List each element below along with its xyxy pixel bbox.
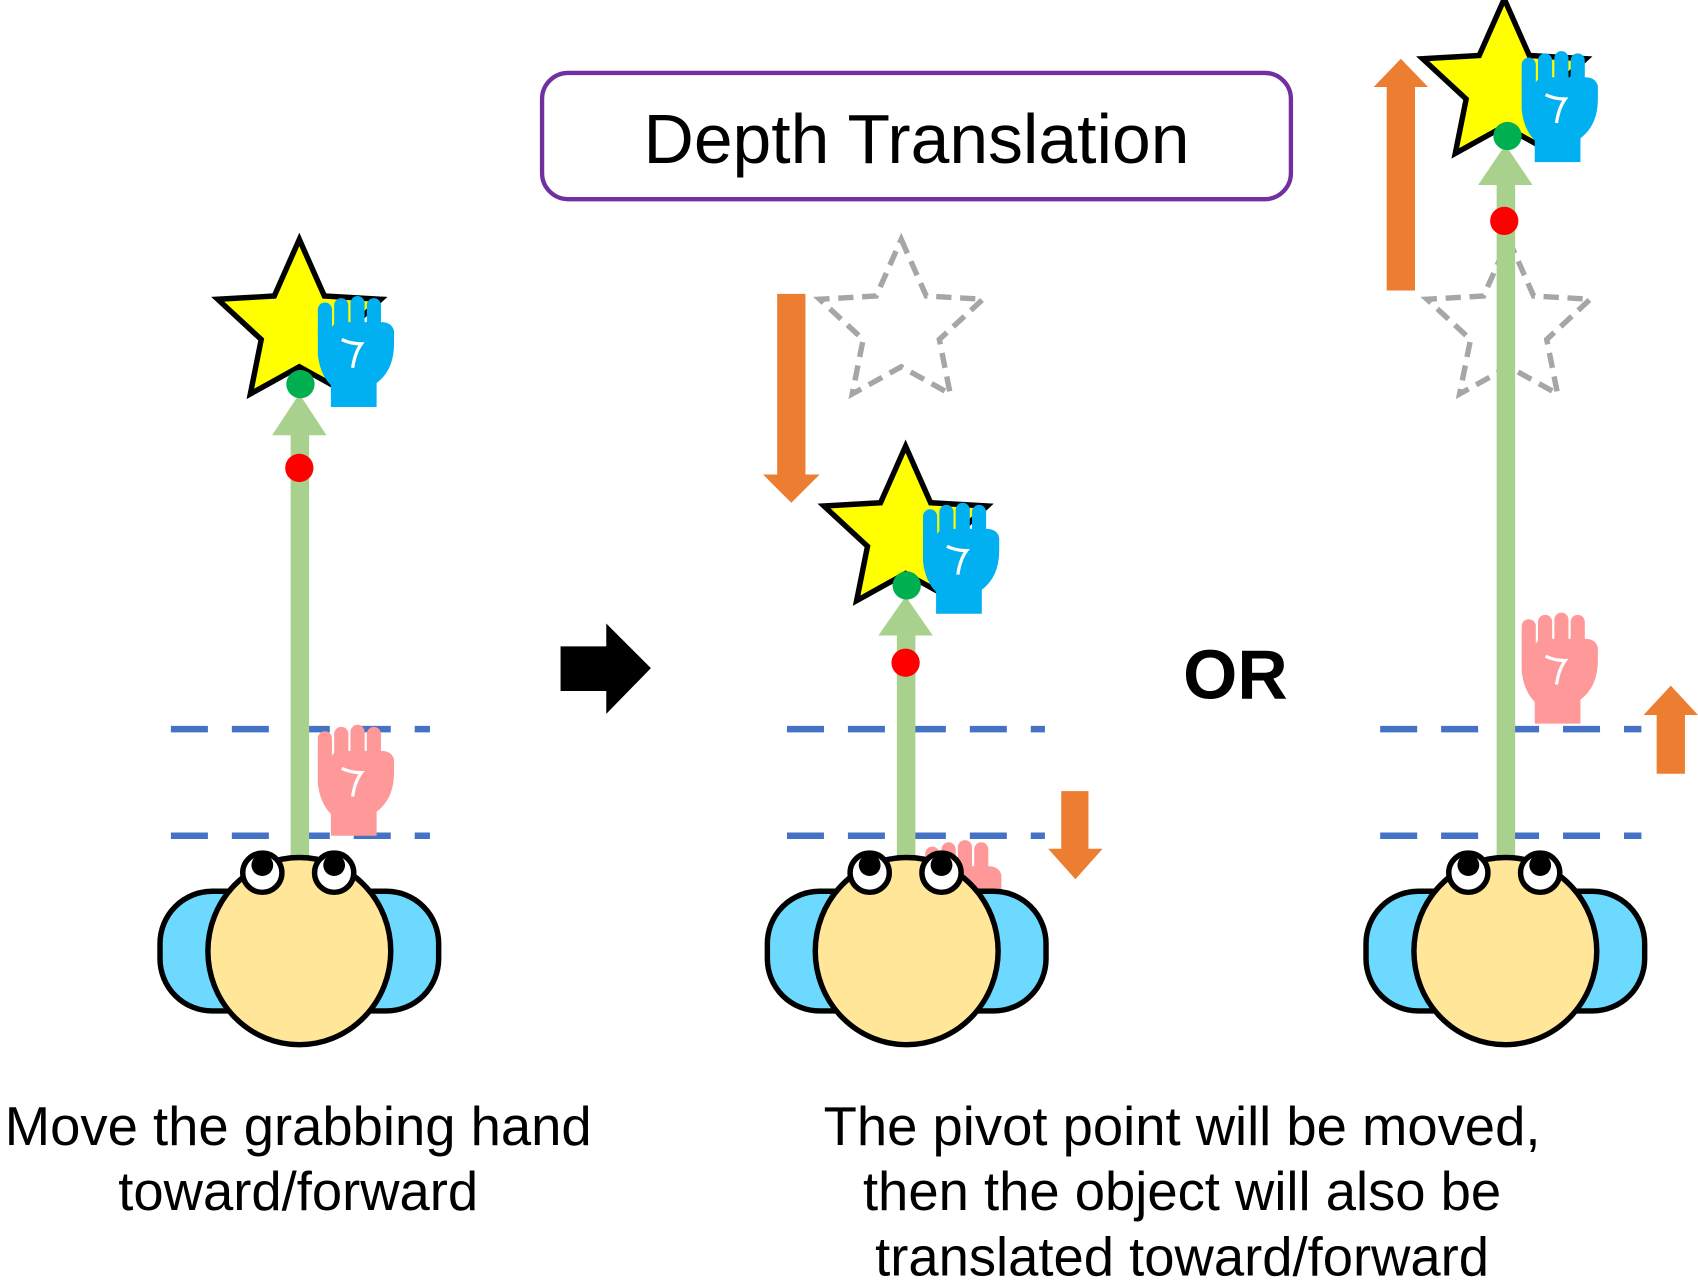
- caption-right-line-2: then the object will also be: [863, 1161, 1501, 1222]
- pivot-point: [892, 571, 921, 600]
- virtual-hand-icon: [316, 294, 396, 409]
- panel-initial: [160, 239, 439, 1044]
- user-avatar: [767, 853, 1046, 1045]
- title-text: Depth Translation: [644, 100, 1190, 178]
- ghost-star-icon: [820, 239, 983, 394]
- translate-toward-arrow-icon: [763, 293, 820, 503]
- pivot-point: [286, 369, 315, 399]
- caption-right-line-3: translated toward/forward: [875, 1226, 1489, 1283]
- hand-origin-point: [285, 453, 314, 483]
- ray-arrowhead: [272, 393, 327, 436]
- title-border: [539, 70, 1294, 202]
- title-box: Depth Translation: [539, 70, 1294, 202]
- caption-right: The pivot point will be moved, then the …: [824, 1096, 1541, 1283]
- physical-hand-icon: [1520, 611, 1600, 726]
- virtual-hand-icon: [921, 501, 1001, 616]
- caption-left-line-1: Move the grabbing hand: [5, 1096, 592, 1157]
- hand-origin-point: [1490, 206, 1519, 236]
- virtual-hand-icon: [1520, 49, 1600, 164]
- ray-arrowhead: [878, 596, 933, 636]
- user-avatar: [160, 853, 439, 1045]
- caption-right-line-1: The pivot point will be moved,: [824, 1096, 1541, 1157]
- ray-shaft: [1496, 182, 1516, 860]
- pivot-point: [1493, 121, 1522, 151]
- hand-move-forward-arrow-icon: [1643, 685, 1698, 774]
- or-label: OR: [1183, 636, 1287, 714]
- panel-moved-forward: [1366, 0, 1698, 1045]
- hand-origin-point: [891, 648, 920, 677]
- caption-left: Move the grabbing hand toward/forward: [5, 1096, 592, 1222]
- hand-move-toward-arrow-icon: [1048, 791, 1103, 880]
- physical-hand-icon: [316, 723, 396, 838]
- ray-shaft: [896, 635, 916, 860]
- right-arrow-icon: [560, 623, 651, 714]
- user-avatar: [1366, 853, 1645, 1045]
- caption-left-line-2: toward/forward: [118, 1161, 478, 1222]
- panel-moved-toward: [763, 239, 1103, 1044]
- translate-forward-arrow-icon: [1373, 58, 1429, 291]
- ray-shaft: [290, 433, 310, 860]
- ray-arrowhead: [1478, 144, 1533, 185]
